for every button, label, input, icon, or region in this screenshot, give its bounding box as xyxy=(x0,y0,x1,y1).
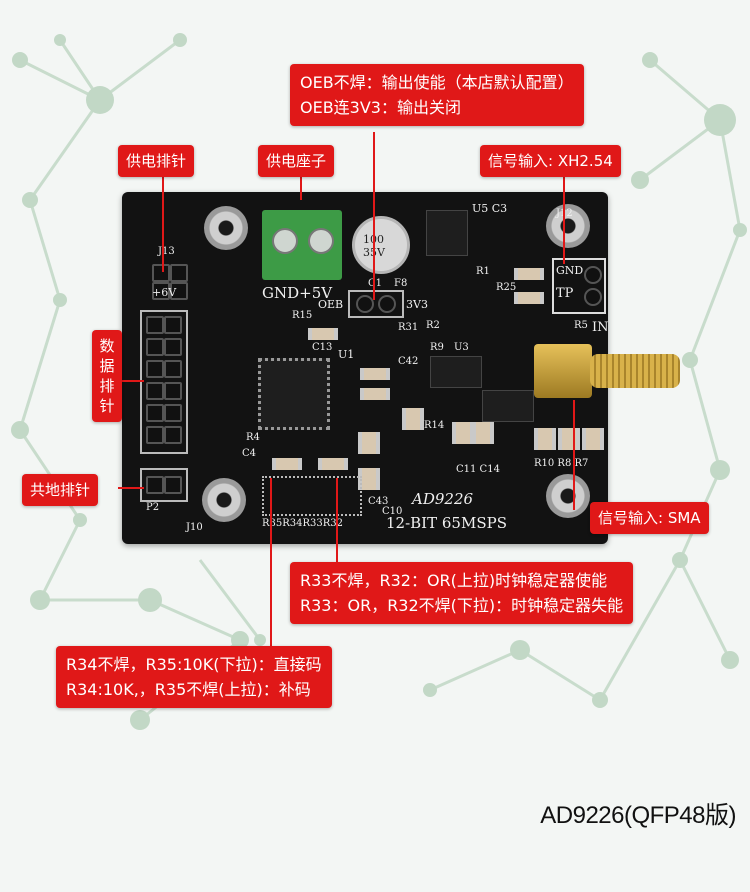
regulator-chip xyxy=(426,210,468,256)
c11c14-silk: C11 C14 xyxy=(456,464,500,475)
u3-silk: U3 xyxy=(454,342,469,353)
smd-component xyxy=(452,422,474,444)
smd-component xyxy=(318,458,348,470)
clock-stabilizer-callout: R33不焊，R32：OR(上拉)时钟稳定器使能 R33：OR，R32不焊(下拉)… xyxy=(290,562,634,624)
mounting-hole xyxy=(546,474,590,518)
r4-silk: R4 xyxy=(246,432,260,443)
c10-silk: C10 xyxy=(382,506,403,517)
power-socket-leader-line xyxy=(300,172,302,200)
r14-silk: R14 xyxy=(424,420,445,431)
smd-component xyxy=(360,368,390,380)
v33-silk: 3V3 xyxy=(406,298,428,311)
r10r8r7-silk: R10 R8 R7 xyxy=(534,458,589,469)
sma-connector xyxy=(534,340,684,402)
smd-component xyxy=(558,428,580,450)
data-header-pins xyxy=(140,310,188,454)
r25-silk: R25 xyxy=(496,282,517,293)
j10-silk: J10 xyxy=(186,522,203,533)
adc-chip-qfp48 xyxy=(258,358,330,430)
f8-silk: F8 xyxy=(394,278,408,289)
p2-silk: P2 xyxy=(146,502,160,513)
data-header-leader-line xyxy=(120,380,144,382)
u5c3-silk: U5 C3 xyxy=(472,202,508,215)
chip-silk-label: AD9226 xyxy=(412,490,474,508)
product-caption: AD9226(QFP48版) xyxy=(540,802,736,829)
gnd-header-leader-line xyxy=(118,487,144,489)
c43-silk: C43 xyxy=(368,496,389,507)
config-resistor-pads xyxy=(262,476,362,516)
oeb-silk: OEB xyxy=(318,298,344,311)
u1-silk: U1 xyxy=(338,348,355,361)
smd-component xyxy=(402,408,424,430)
r2-silk: R2 xyxy=(426,320,440,331)
oeb-leader-line xyxy=(373,132,375,300)
r-silk-row: R35R34R33R32 xyxy=(262,518,344,529)
signal-xh-callout: 信号输入: XH2.54 xyxy=(480,145,621,177)
smd-component xyxy=(582,428,604,450)
mounting-hole xyxy=(546,204,590,248)
smd-component xyxy=(358,432,380,454)
op-amp-chip xyxy=(430,356,482,388)
power-socket-callout: 供电座子 xyxy=(258,145,335,177)
smd-component xyxy=(534,428,556,450)
plus5v-silk: +6V xyxy=(152,286,177,299)
power-terminal-block xyxy=(262,210,342,280)
mounting-hole xyxy=(204,206,248,250)
smd-component xyxy=(514,292,544,304)
pcb-board: GND+5V 100 35V U1 OEB 3V3 GND TP J12 U5 … xyxy=(122,192,680,544)
electrolytic-capacitor: 100 35V xyxy=(352,216,410,274)
signal-sma-callout: 信号输入: SMA xyxy=(590,502,709,534)
oeb-jumper-pins xyxy=(348,290,404,318)
c4-silk: C4 xyxy=(242,448,257,459)
r31-silk: R31 xyxy=(398,322,419,333)
op-amp-chip xyxy=(482,390,534,422)
smd-component xyxy=(360,388,390,400)
smd-component xyxy=(472,422,494,444)
gnd-header-pins xyxy=(140,468,188,502)
r5-silk: R5 xyxy=(574,320,588,331)
r15-silk: R15 xyxy=(292,310,313,321)
mounting-hole xyxy=(202,478,246,522)
xh-leader-line xyxy=(563,172,565,264)
c13-silk: C13 xyxy=(312,342,333,353)
power-header-callout: 供电排针 xyxy=(118,145,195,177)
output-code-callout: R34不焊，R35:10K(下拉)：直接码 R34:10K,，R35不焊(上拉)… xyxy=(56,646,332,708)
c1-silk: C1 xyxy=(368,278,383,289)
spec-silk-label: 12-BIT 65MSPS xyxy=(386,514,507,532)
power-header-pins xyxy=(152,264,188,300)
smd-component xyxy=(308,328,338,340)
data-header-callout: 数据排针 xyxy=(92,330,122,422)
in-silk: IN xyxy=(592,320,609,335)
gnd-header-callout: 共地排针 xyxy=(22,474,99,506)
r1-silk: R1 xyxy=(476,266,490,277)
c42-silk: C42 xyxy=(398,356,419,367)
sma-leader-line xyxy=(573,400,575,510)
smd-component xyxy=(514,268,544,280)
j13-silk: J13 xyxy=(158,246,175,257)
smd-component xyxy=(272,458,302,470)
r9-silk: R9 xyxy=(430,342,444,353)
power-silk-label: GND+5V xyxy=(262,284,333,302)
oeb-callout: OEB不焊：输出使能（本店默认配置） OEB连3V3：输出关闭 xyxy=(290,64,584,126)
power-header-leader-line xyxy=(162,172,164,272)
clock-note-leader-line xyxy=(336,478,338,564)
xh-connector: GND TP xyxy=(552,258,606,314)
code-note-leader-line xyxy=(270,478,272,648)
